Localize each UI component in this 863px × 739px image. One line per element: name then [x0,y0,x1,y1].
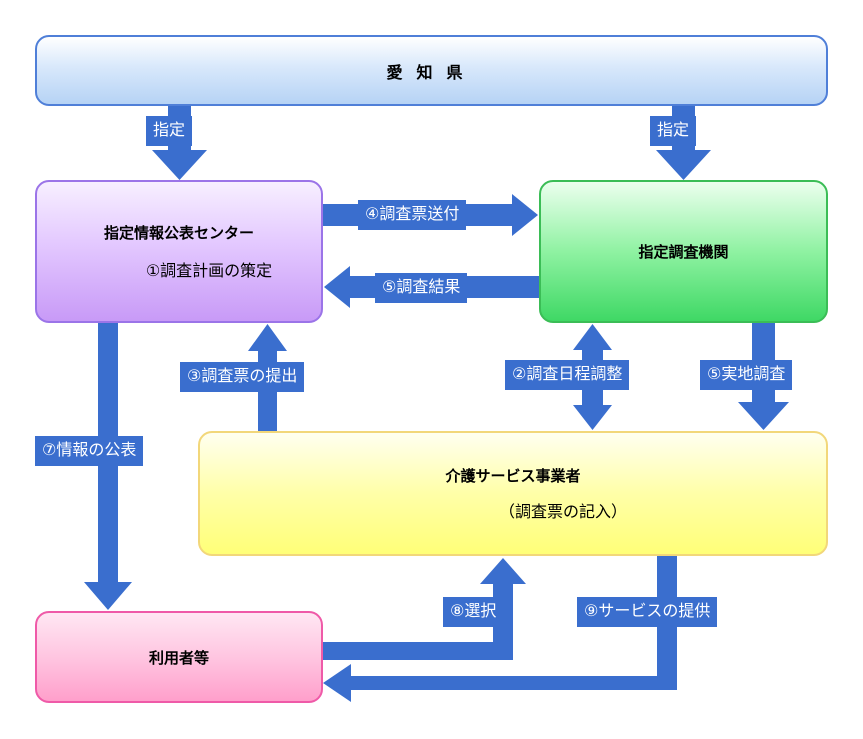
prefecture-title: 愛知県 [386,62,477,82]
arrow-provider-to-users [323,556,677,702]
center-subtitle: ①調査計画の策定 [145,261,273,280]
prefecture-box: 愛知県 [35,35,828,106]
label-select: ⑧選択 [443,597,504,627]
care-provider-box: 介護サービス事業者 （調査票の記入） [198,431,828,556]
provider-subtitle: （調査票の記入） [498,502,627,521]
label-provide-service: ⑨サービスの提供 [577,597,718,627]
center-title: 指定情報公表センター [103,224,254,242]
users-box: 利用者等 [35,611,323,703]
provider-title: 介護サービス事業者 [445,467,581,485]
publication-center-box: 指定情報公表センター ①調査計画の策定 [35,180,323,323]
label-onsite: ⑤実地調査 [700,360,793,390]
label-designate-left: 指定 [146,116,193,146]
label-survey-result: ⑤調査結果 [375,273,468,303]
label-publish: ⑦情報の公表 [35,436,144,466]
label-submit-survey: ③調査票の提出 [180,362,305,392]
agency-title: 指定調査機関 [638,243,729,261]
label-schedule: ②調査日程調整 [505,360,630,390]
users-title: 利用者等 [148,648,209,667]
survey-agency-box: 指定調査機関 [539,180,828,323]
arrow-users-to-provider [323,558,526,660]
label-designate-right: 指定 [650,116,697,146]
label-send-survey: ④調査票送付 [358,200,467,230]
arrow-center-to-users [84,323,132,610]
